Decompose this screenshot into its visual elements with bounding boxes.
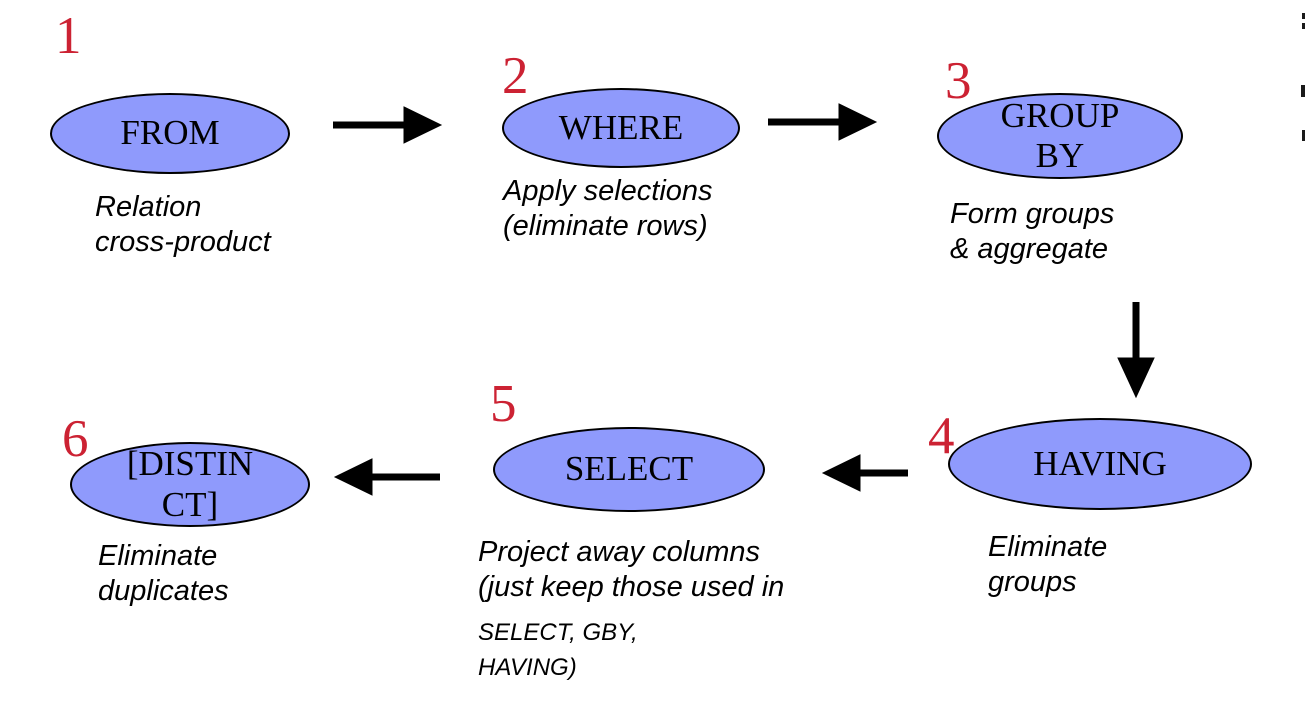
arrow-select-to-distinct-icon	[333, 458, 440, 496]
arrow-groupby-to-having-icon	[1117, 302, 1155, 399]
node-select-description-continued: SELECT, GBY, HAVING)	[478, 619, 638, 681]
clipped-text-fragment	[1302, 13, 1305, 19]
arrow-having-to-select-icon	[821, 454, 908, 492]
arrow-from-to-where-icon	[333, 106, 443, 144]
node-distinct: [DISTIN CT]	[70, 442, 310, 527]
clipped-text-fragment	[1301, 85, 1305, 97]
step-number-6: 6	[62, 410, 89, 468]
node-distinct-label: [DISTIN CT]	[126, 444, 254, 524]
step-number-1: 1	[55, 7, 82, 65]
node-group-by-label: GROUP BY	[1000, 95, 1120, 175]
node-having-label: HAVING	[1033, 443, 1167, 483]
node-select-description: Project away columns (just keep those us…	[478, 536, 785, 603]
clipped-text-fragment	[1302, 23, 1305, 29]
node-where: WHERE	[502, 88, 740, 168]
node-from-label: FROM	[120, 113, 220, 153]
arrow-where-to-groupby-icon	[768, 103, 878, 141]
node-group-by: GROUP BY	[937, 93, 1183, 179]
clipped-text-fragment	[1302, 130, 1305, 141]
step-number-5: 5	[490, 375, 517, 433]
step-number-4: 4	[928, 407, 955, 465]
node-select-label: SELECT	[564, 449, 694, 489]
node-from: FROM	[50, 93, 290, 174]
step-number-2: 2	[502, 47, 529, 105]
node-group-by-description: Form groups & aggregate	[950, 198, 1115, 265]
node-from-description: Relation cross-product	[95, 191, 271, 258]
node-having: HAVING	[948, 418, 1252, 510]
node-having-description: Eliminate groups	[988, 531, 1108, 598]
step-number-3: 3	[945, 52, 972, 110]
node-where-label: WHERE	[558, 107, 684, 147]
node-select: SELECT	[493, 427, 765, 512]
node-where-description: Apply selections (eliminate rows)	[503, 175, 713, 242]
node-distinct-description: Eliminate duplicates	[98, 540, 229, 607]
